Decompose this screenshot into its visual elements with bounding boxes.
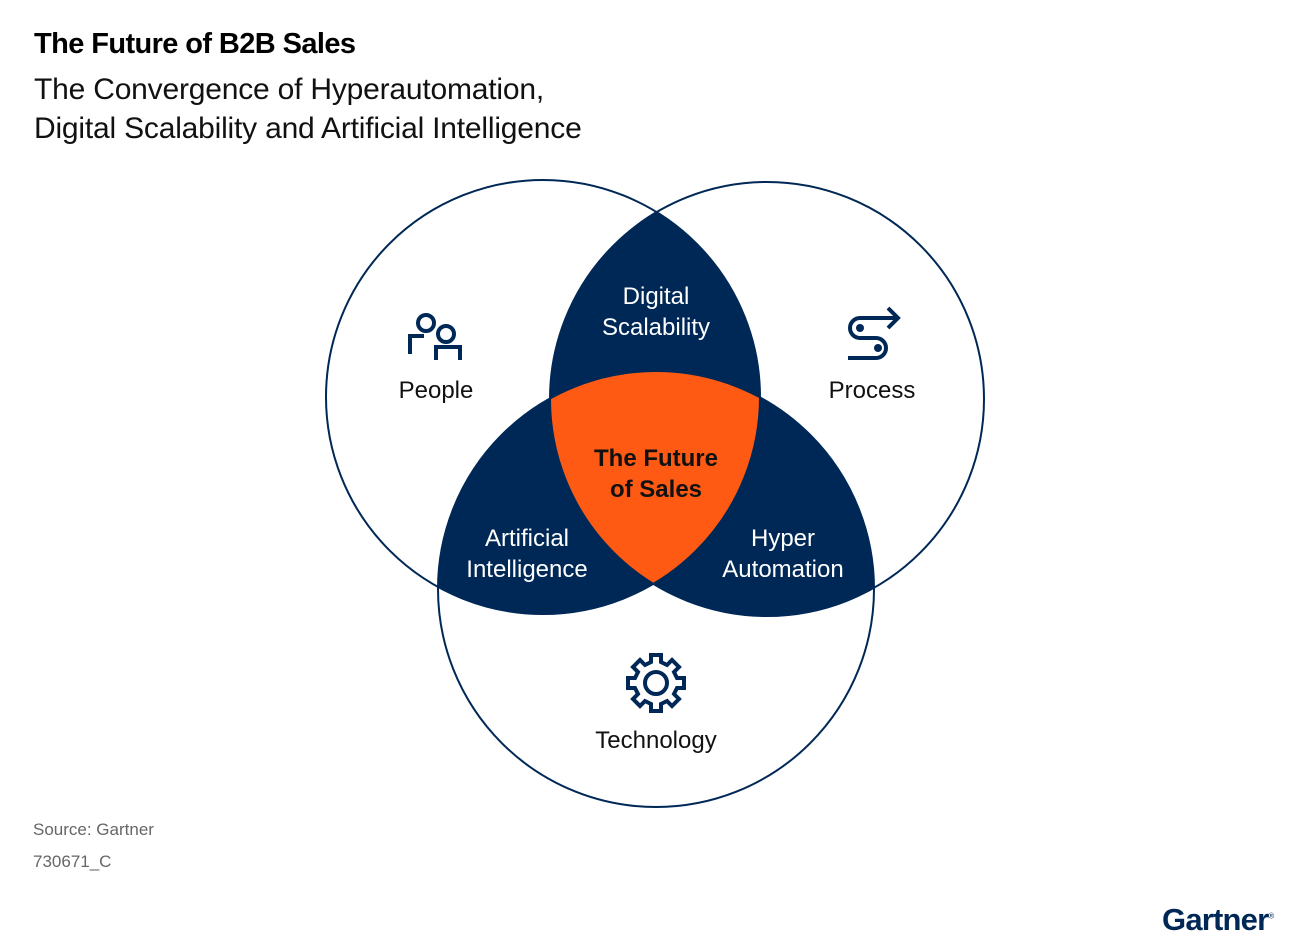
circle-technology — [437, 370, 875, 808]
label-line: The Future — [594, 445, 718, 472]
gear-icon — [626, 653, 686, 713]
label-line: Artificial — [484, 525, 570, 552]
label-technology: Technology — [595, 727, 717, 754]
label-line: of Sales — [609, 476, 703, 503]
page-title: The Future of B2B Sales — [34, 28, 356, 60]
label-line: Intelligence — [466, 556, 588, 583]
label-future-of-sales: The Future of Sales — [594, 443, 718, 505]
people-icon — [408, 313, 462, 360]
label-artificial-intelligence: Artificial Intelligence — [466, 523, 587, 585]
label-hyper-automation: Hyper Automation — [722, 523, 843, 585]
label-line: Hyper — [750, 525, 816, 552]
subtitle-line-2: Digital Scalability and Artificial Intel… — [34, 112, 582, 145]
label-process: Process — [828, 377, 916, 404]
label-people: People — [398, 377, 474, 404]
process-icon — [848, 306, 901, 360]
label-digital-scalability: Digital Scalability — [602, 281, 710, 343]
figure-code: 730671_C — [33, 852, 112, 871]
label-line: Scalability — [601, 314, 711, 341]
label-line: Automation — [722, 556, 844, 583]
gartner-logo: Gartner® — [1162, 902, 1274, 938]
page-subtitle: The Convergence of Hyperautomation, Digi… — [34, 70, 582, 148]
registered-mark: ® — [1268, 911, 1274, 921]
logo-text: Gartner — [1162, 902, 1269, 937]
label-line: Digital — [622, 283, 690, 310]
subtitle-line-1: The Convergence of Hyperautomation, — [34, 73, 544, 106]
source-note: Source: Gartner — [33, 820, 154, 839]
